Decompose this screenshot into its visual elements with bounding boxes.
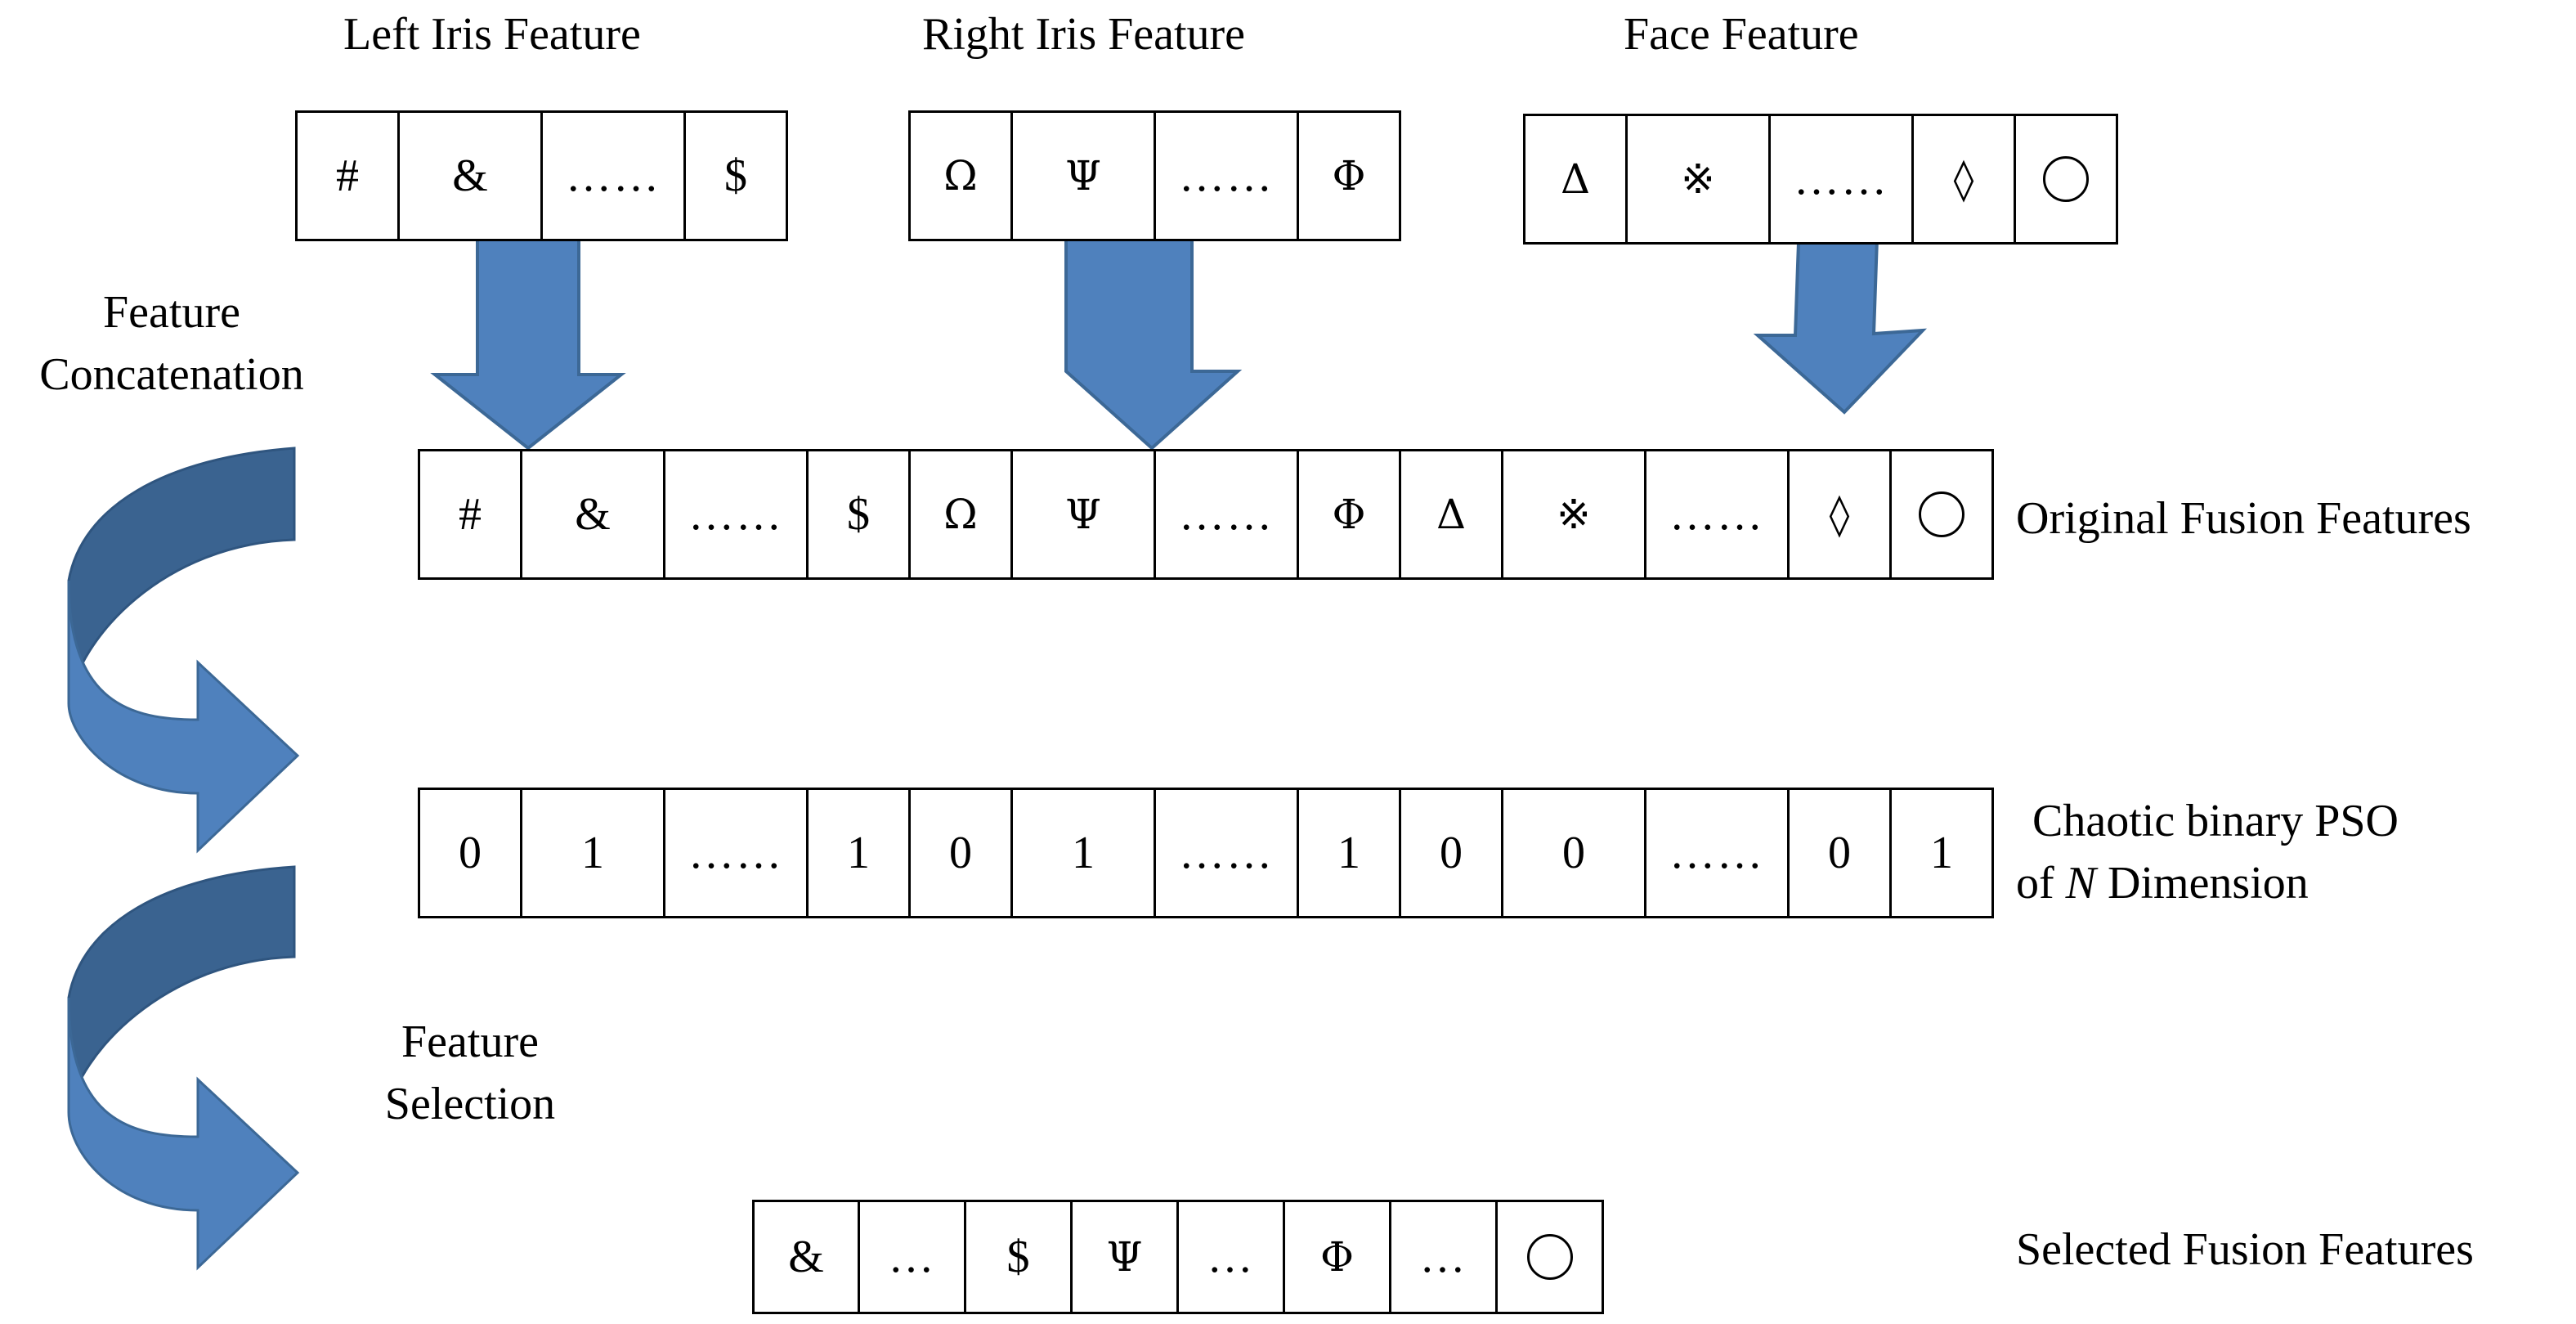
vector-cell: 0	[420, 790, 522, 916]
right-iris-title: Right Iris Feature	[922, 9, 1246, 60]
down-arrow-icon	[1064, 232, 1243, 451]
vector-cell: 0	[1401, 790, 1503, 916]
vector-cell: 1	[1299, 790, 1401, 916]
vector-cell: …	[860, 1202, 966, 1312]
vector-cell: Φ	[1285, 1202, 1391, 1312]
concatenation-label: Feature Concatenation	[8, 281, 335, 406]
vector-cell: Δ	[1401, 451, 1503, 577]
pso-dimension-var: N	[2065, 858, 2097, 909]
vector-cell: ……	[1646, 451, 1790, 577]
curved-arrow-icon	[67, 865, 300, 1271]
vector-cell: ……	[1771, 116, 1914, 242]
face-vector: Δ※……◊	[1523, 114, 2118, 245]
circle-icon	[1919, 491, 1964, 537]
selection-label-line2: Selection	[384, 1079, 556, 1129]
vector-cell: ◊	[1790, 451, 1892, 577]
left-iris-vector: #&……$	[295, 110, 788, 241]
selection-label: Feature Selection	[343, 1011, 597, 1135]
vector-cell: #	[298, 113, 400, 239]
vector-cell: Φ	[1299, 451, 1401, 577]
vector-cell: Ψ	[1013, 451, 1156, 577]
vector-cell: ……	[665, 790, 809, 916]
vector-cell: Φ	[1299, 113, 1401, 239]
vector-cell	[1892, 451, 1994, 577]
vector-cell: Ω	[911, 113, 1013, 239]
vector-cell: 1	[1013, 790, 1156, 916]
vector-cell: 1	[522, 790, 665, 916]
vector-cell: ……	[1156, 451, 1299, 577]
vector-cell: ……	[1156, 113, 1299, 239]
vector-cell: ……	[1156, 790, 1299, 916]
face-title: Face Feature	[1624, 9, 1859, 60]
vector-cell	[1498, 1202, 1604, 1312]
vector-cell: &	[522, 451, 665, 577]
original-fusion-label: Original Fusion Features	[2016, 493, 2471, 544]
selected-fusion-vector: &…$Ψ…Φ…	[752, 1200, 1604, 1314]
vector-cell: ……	[1646, 790, 1790, 916]
vector-cell: $	[966, 1202, 1073, 1312]
concatenation-label-line2: Concatenation	[39, 349, 304, 400]
vector-cell: Ψ	[1013, 113, 1156, 239]
down-arrow-icon	[430, 234, 626, 451]
vector-cell	[2016, 116, 2118, 242]
vector-cell: $	[809, 451, 911, 577]
selected-fusion-label: Selected Fusion Features	[2016, 1224, 2474, 1275]
vector-cell: ……	[665, 451, 809, 577]
vector-cell: &	[400, 113, 543, 239]
selection-label-line1: Feature	[401, 1017, 539, 1067]
vector-cell: 1	[809, 790, 911, 916]
circle-icon	[1526, 1234, 1573, 1280]
down-arrow-icon	[1753, 236, 1928, 415]
pso-label-line2: of N Dimension	[2016, 858, 2309, 909]
vector-cell: $	[686, 113, 788, 239]
vector-cell: ※	[1503, 451, 1646, 577]
vector-cell: #	[420, 451, 522, 577]
vector-cell: Δ	[1525, 116, 1628, 242]
pso-label: Chaotic binary PSO of N Dimension	[2016, 790, 2399, 914]
vector-cell: Ψ	[1073, 1202, 1179, 1312]
vector-cell: ※	[1628, 116, 1771, 242]
vector-cell: …	[1179, 1202, 1285, 1312]
vector-cell: 0	[1790, 790, 1892, 916]
left-iris-title: Left Iris Feature	[343, 9, 641, 60]
vector-cell: ◊	[1914, 116, 2016, 242]
vector-cell: …	[1391, 1202, 1498, 1312]
vector-cell: Ω	[911, 451, 1013, 577]
concatenation-label-line1: Feature	[103, 287, 240, 338]
pso-label-line1: Chaotic binary PSO	[2032, 796, 2399, 846]
vector-cell: 1	[1892, 790, 1994, 916]
vector-cell: &	[755, 1202, 860, 1312]
curved-arrow-icon	[67, 447, 300, 854]
vector-cell: 0	[911, 790, 1013, 916]
vector-cell: 0	[1503, 790, 1646, 916]
circle-icon	[2043, 156, 2089, 202]
vector-cell: ……	[543, 113, 686, 239]
